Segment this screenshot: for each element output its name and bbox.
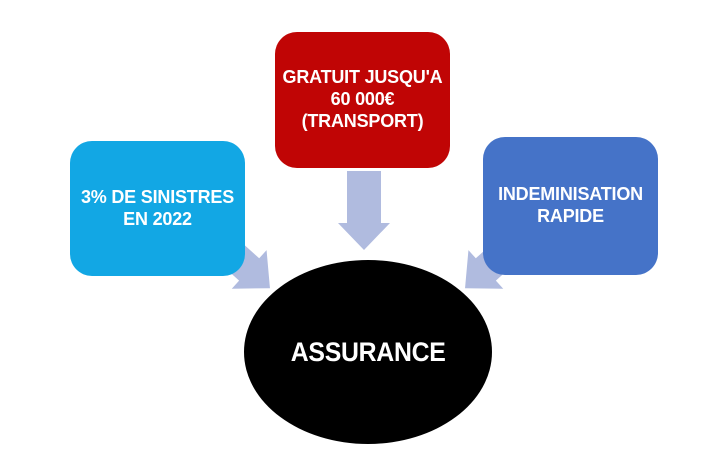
box-sinistres-line-1: 3% DE SINISTRES [80, 186, 235, 207]
box-indemnisation-line-2: RAPIDE [537, 206, 604, 226]
box-gratuit-line-3: (TRANSPORT) [301, 110, 424, 131]
box-gratuit-line-2: 60 000€ [330, 89, 395, 110]
center-ellipse-label: ASSURANCE [290, 336, 446, 367]
box-sinistres-line-2: EN 2022 [123, 208, 192, 229]
box-sinistres: 3% DE SINISTRES EN 2022 [70, 141, 245, 276]
box-gratuit-transport: GRATUIT JUSQU'A 60 000€ (TRANSPORT) [275, 32, 450, 168]
center-ellipse: ASSURANCE [244, 260, 492, 444]
box-gratuit-line-1: GRATUIT JUSQU'A [282, 67, 443, 88]
box-indemnisation: INDEMINISATION RAPIDE [483, 137, 658, 275]
arrow-top-to-center [338, 171, 390, 250]
box-indemnisation-line-1: INDEMINISATION [498, 184, 643, 205]
